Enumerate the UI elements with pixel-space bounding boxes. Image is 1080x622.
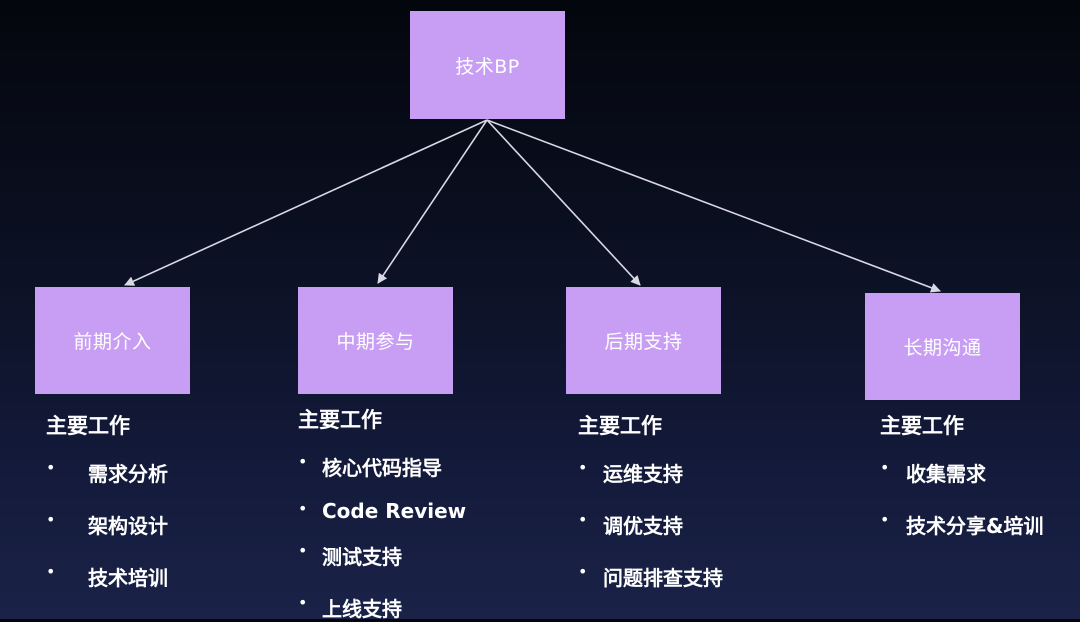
phase-1-heading: 主要工作 xyxy=(46,414,130,438)
list-item: •运维支持 xyxy=(578,458,683,486)
list-item: •测试支持 xyxy=(298,541,402,569)
phase-node-2: 中期参与 xyxy=(298,287,453,394)
bullet-icon: • xyxy=(880,458,890,477)
list-item: •问题排查支持 xyxy=(578,562,723,590)
phase-1-list: •需求分析 •架构设计 •技术培训 xyxy=(46,458,168,591)
bullet-icon: • xyxy=(298,452,308,471)
bullet-icon: • xyxy=(298,499,308,518)
bullet-icon: • xyxy=(298,593,308,612)
phase-4-list: •收集需求 •技术分享&培训 xyxy=(880,458,1043,539)
list-item: •核心代码指导 xyxy=(298,452,442,480)
phase-2-details: 主要工作 •核心代码指导 •Code Review •测试支持 •上线支持 xyxy=(298,404,466,622)
list-item: •架构设计 xyxy=(46,510,168,538)
bullet-icon: • xyxy=(880,510,890,529)
edge-root-to-phase-3 xyxy=(486,119,641,286)
bullet-icon: • xyxy=(46,458,56,477)
edge-root-to-phase-1 xyxy=(124,119,488,286)
phase-4-details: 主要工作 •收集需求 •技术分享&培训 xyxy=(880,410,1043,539)
list-item: •技术培训 xyxy=(46,562,168,590)
phase-3-list: •运维支持 •调优支持 •问题排查支持 xyxy=(578,458,723,591)
phase-3-details: 主要工作 •运维支持 •调优支持 •问题排查支持 xyxy=(578,410,723,591)
phase-2-list: •核心代码指导 •Code Review •测试支持 •上线支持 xyxy=(298,452,466,622)
phase-node-1: 前期介入 xyxy=(35,287,190,394)
phase-node-4: 长期沟通 xyxy=(865,293,1020,400)
phase-3-heading: 主要工作 xyxy=(578,414,662,438)
list-item: •收集需求 xyxy=(880,458,986,486)
bullet-icon: • xyxy=(578,562,588,581)
edge-root-to-phase-4 xyxy=(486,119,941,293)
list-item: •调优支持 xyxy=(578,510,683,538)
phase-2-heading: 主要工作 xyxy=(298,408,382,432)
phase-4-heading: 主要工作 xyxy=(880,414,964,438)
bullet-icon: • xyxy=(298,541,308,560)
root-node: 技术BP xyxy=(410,11,565,119)
list-item: •技术分享&培训 xyxy=(880,510,1044,538)
bullet-icon: • xyxy=(46,562,56,581)
bullet-icon: • xyxy=(578,510,588,529)
list-item: •需求分析 xyxy=(46,458,168,486)
phase-1-details: 主要工作 •需求分析 •架构设计 •技术培训 xyxy=(46,410,168,591)
edge-root-to-phase-2 xyxy=(377,119,488,284)
list-item: •上线支持 xyxy=(298,593,402,621)
bullet-icon: • xyxy=(46,510,56,529)
bullet-icon: • xyxy=(578,458,588,477)
phase-node-3: 后期支持 xyxy=(566,287,721,394)
list-item: •Code Review xyxy=(298,499,467,523)
